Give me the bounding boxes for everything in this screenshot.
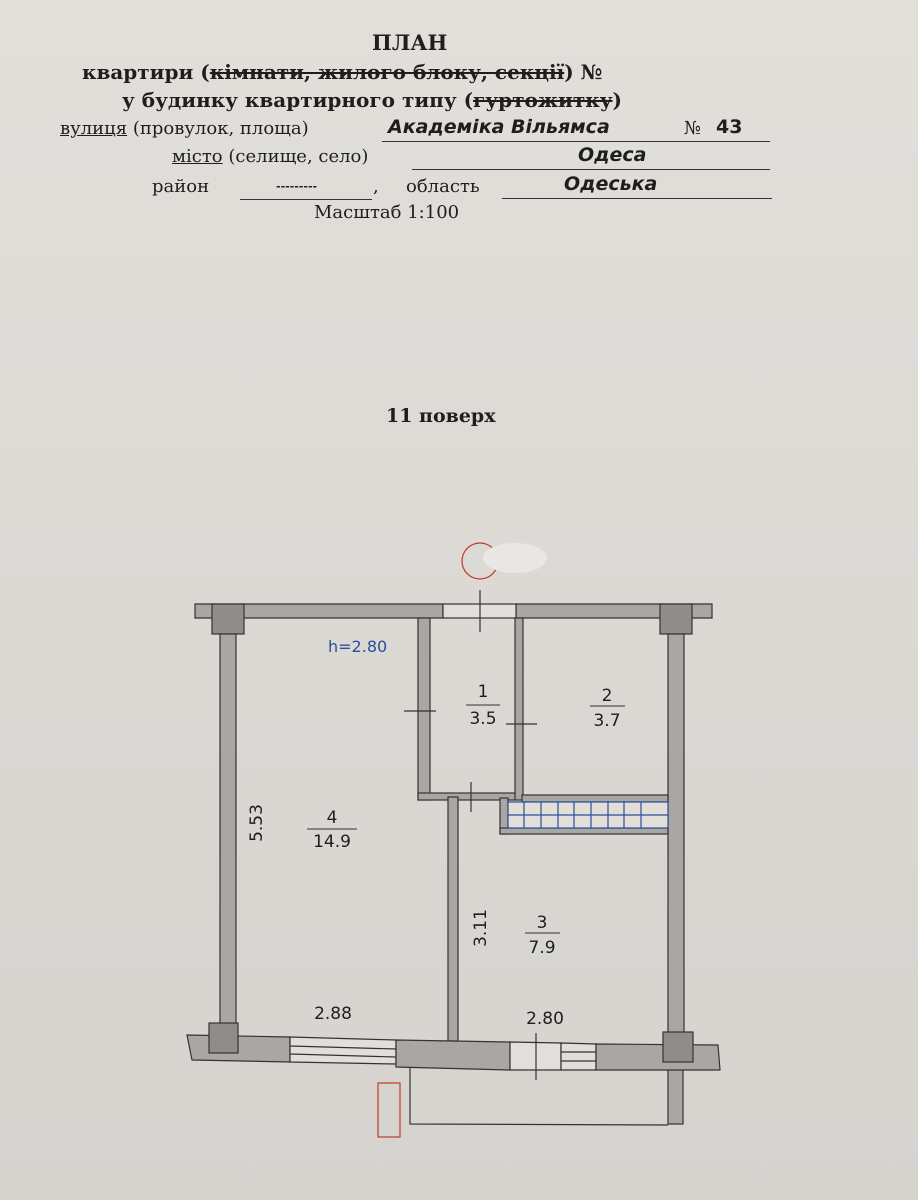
city-line: місто (селище, село): [172, 146, 368, 167]
building-type-line: у будинку квартирного типу (гуртожитку): [122, 88, 622, 112]
room-1-number: 1: [478, 682, 489, 702]
region-label: область: [406, 176, 480, 197]
dimension-room4-width: 2.88: [314, 1004, 352, 1024]
stamp-rectangle: [377, 1082, 401, 1138]
wall: [219, 633, 237, 1027]
room-1-area: 3.5: [469, 709, 496, 729]
floor-label: 11 поверх: [386, 405, 496, 427]
number-label: №: [684, 118, 702, 139]
document-title: ПЛАН: [372, 30, 448, 55]
wall: [447, 796, 459, 1042]
window: [560, 1042, 597, 1071]
wall: [667, 1061, 684, 1125]
region-value: Одеська: [564, 173, 658, 195]
text: ): [612, 88, 622, 112]
text: квартири (: [82, 60, 210, 84]
apartment-line: квартири (кімнати, жилого блоку, секції)…: [82, 60, 602, 84]
text: у будинку квартирного типу (: [122, 88, 474, 112]
room-4-area: 14.9: [313, 832, 351, 852]
street-line: вулиця (провулок, площа): [60, 118, 309, 139]
dimension-room3-width: 2.80: [526, 1009, 564, 1029]
wall: [667, 633, 685, 1035]
window: [289, 1036, 397, 1065]
street-value: Академіка Вільямса: [388, 116, 610, 138]
wall: [395, 1039, 511, 1071]
column: [208, 1022, 239, 1054]
room-4-number: 4: [327, 808, 338, 828]
wall: [595, 1043, 721, 1071]
dimension-left-height: 5.53: [247, 804, 267, 842]
district-value: ---------: [276, 180, 318, 193]
wall: [514, 617, 524, 801]
column: [211, 603, 245, 635]
district-label: район: [152, 176, 210, 197]
city-hint: (селище, село): [228, 146, 369, 167]
street-label: вулиця: [60, 118, 128, 139]
dimension-room3-height: 3.11: [471, 909, 491, 947]
ceiling-height: h=2.80: [328, 637, 387, 656]
wall: [521, 794, 669, 803]
scale-label: Масштаб 1:100: [314, 202, 460, 223]
room-2-number: 2: [602, 686, 613, 706]
city-label: місто: [172, 146, 223, 167]
struck-text: гуртожитку: [473, 88, 613, 112]
wall: [417, 617, 431, 801]
room-2-area: 3.7: [593, 711, 620, 731]
street-hint: (провулок, площа): [132, 118, 309, 139]
number-value: 43: [716, 116, 743, 138]
balcony-outline: [409, 1068, 669, 1126]
text: ) №: [564, 60, 603, 84]
column: [659, 603, 693, 635]
redaction-blur: [483, 543, 547, 573]
room-3-number: 3: [537, 913, 548, 933]
wall: [499, 827, 669, 835]
column: [662, 1031, 694, 1063]
room-3-area: 7.9: [528, 938, 555, 958]
struck-text: кімнати, жилого блоку, секції: [209, 60, 565, 84]
city-value: Одеса: [578, 144, 647, 166]
